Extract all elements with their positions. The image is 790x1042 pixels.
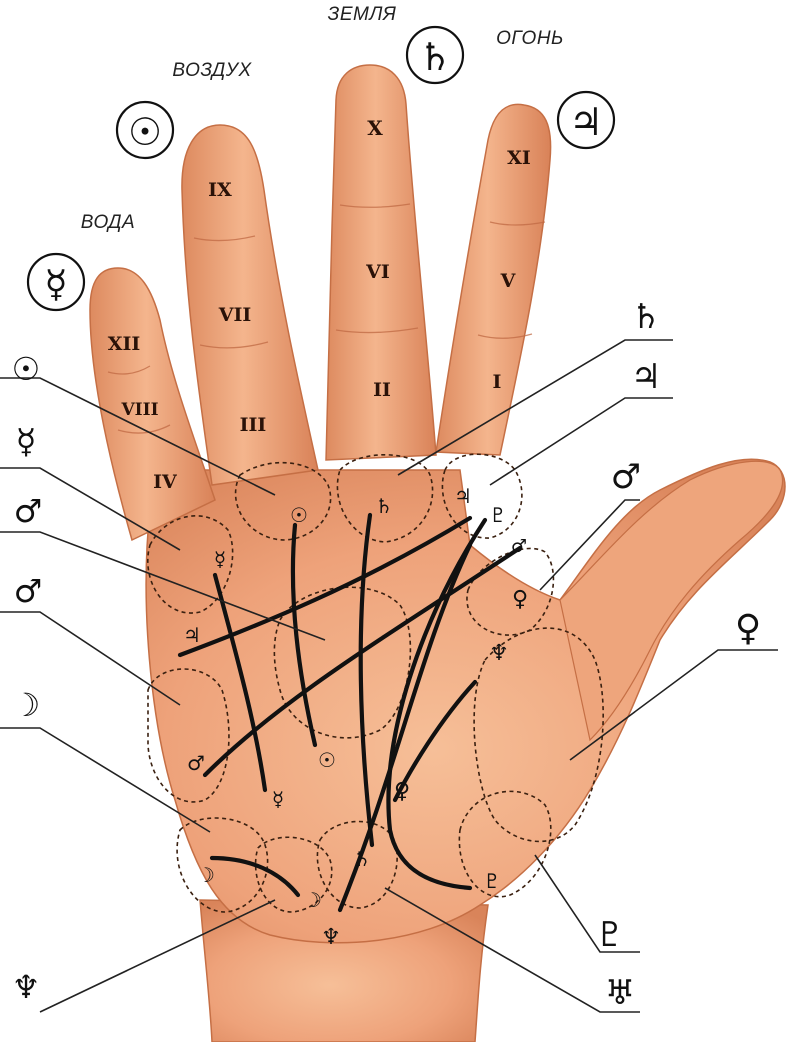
palm-mercury-icon: ☿	[214, 547, 226, 571]
line-venus	[392, 679, 478, 803]
mount-uranus	[316, 820, 398, 909]
palm-moon-right-icon: ☽	[304, 888, 322, 912]
palm-mars-line-icon: ♂	[187, 751, 205, 775]
palm-venus-small-icon: ♀	[512, 587, 528, 612]
numeral-viii: VIII	[120, 400, 158, 420]
hand-shape	[89, 64, 786, 1042]
element-water: ВОДА	[81, 212, 135, 233]
mount-saturn	[336, 453, 434, 543]
numeral-xi: XI	[507, 147, 531, 169]
callout-sun-icon: ☉	[12, 350, 41, 388]
middle-finger	[325, 64, 437, 461]
line-saturn	[358, 512, 375, 848]
element-earth: ЗЕМЛЯ	[328, 4, 397, 25]
numeral-i: I	[493, 371, 502, 393]
numeral-xii: XII	[108, 333, 141, 355]
little-finger	[89, 267, 216, 542]
numeral-ix: IX	[208, 179, 232, 201]
numeral-ii: II	[373, 379, 391, 401]
jupiter-icon: ♃	[569, 100, 603, 144]
line-life	[386, 517, 488, 891]
element-circles	[26, 25, 616, 312]
palm-neptune-low-icon: ♆	[321, 925, 341, 950]
sun-icon: ☉	[128, 110, 162, 154]
callout-uranus-icon: ♅	[605, 973, 635, 1013]
line-head	[202, 545, 523, 778]
mounts	[147, 453, 604, 913]
palm-moon-left-icon: ☽	[197, 863, 215, 887]
element-air: ВОЗДУХ	[172, 60, 252, 81]
mount-mercury	[147, 515, 234, 614]
numeral-vi: VI	[365, 261, 390, 283]
numeral-iii: III	[240, 414, 267, 436]
palm-mars-top-icon: ♂	[511, 536, 527, 557]
palm-saturn-icon: ♄	[375, 494, 393, 518]
element-fire: ОГОНЬ	[496, 28, 564, 49]
callout-mars-upper-icon: ♂	[14, 492, 43, 530]
mount-jupiter	[441, 453, 523, 539]
palm-saturn-low-icon: ♄	[353, 847, 371, 871]
circle-jupiter	[556, 90, 616, 150]
palm-neptune-mid-icon: ♆	[489, 641, 509, 666]
palm-lines	[177, 512, 523, 913]
palm-jupiter-line-icon: ♃	[183, 623, 201, 647]
palm-pluto-top-icon: ♇	[489, 503, 507, 527]
palm-pluto-low-icon: ♇	[483, 869, 501, 893]
palm-jupiter-icon: ♃	[454, 484, 472, 508]
right-callouts: ♄ ♃ ♂ ♀ ♇ ♅	[595, 297, 761, 1013]
numeral-v: V	[500, 270, 517, 292]
callout-mars-lower-icon: ♂	[14, 572, 43, 610]
callout-mercury-icon: ☿	[16, 422, 37, 462]
circle-mercury	[26, 252, 86, 312]
mount-venus	[473, 627, 604, 843]
mount-sun	[234, 461, 332, 541]
mount-mars-lower	[147, 668, 230, 803]
leader-lines	[0, 339, 778, 1013]
numeral-iv: IV	[153, 471, 178, 493]
palm-venus-line-icon: ♀	[394, 779, 410, 804]
mount-pluto	[458, 790, 552, 898]
callout-saturn-icon: ♄	[631, 297, 661, 337]
callout-moon-icon: ☽	[12, 686, 41, 724]
line-heart	[177, 515, 473, 658]
thumb	[559, 460, 784, 742]
circle-sun	[115, 100, 175, 160]
callout-pluto-icon: ♇	[595, 915, 625, 955]
mercury-icon: ☿	[44, 262, 67, 306]
numeral-vii: VII	[218, 304, 252, 326]
callout-neptune-icon: ♆	[12, 968, 41, 1006]
callout-mars-icon: ♂	[611, 457, 641, 497]
palm-sun-icon: ☉	[290, 503, 308, 527]
left-callouts: ☉ ☿ ♂ ♂ ☽ ♆	[12, 350, 43, 1006]
numeral-x: X	[367, 116, 383, 140]
finger-creases	[107, 203, 546, 434]
mount-plain-mars	[273, 586, 412, 739]
circle-saturn	[405, 25, 465, 85]
mount-neptune	[254, 836, 333, 913]
line-sun	[290, 522, 318, 748]
ring-finger	[181, 124, 319, 486]
line-mercury	[212, 572, 268, 793]
line-moon	[209, 855, 301, 898]
palm-glyphs: ☉ ♄ ♃ ♇ ☿ ♂ ♀ ♆ ♃ ♂ ☉ ☿ ♀ ☽ ☽ ♄ ♇ ♆	[183, 484, 528, 950]
line-fate-low	[337, 542, 473, 913]
palm-mercury-line-icon: ☿	[272, 787, 284, 811]
mount-mars-upper	[466, 547, 555, 636]
palm-sun-line-icon: ☉	[318, 748, 336, 772]
callout-jupiter-icon: ♃	[631, 357, 661, 397]
index-finger	[435, 103, 552, 456]
callout-venus-icon: ♀	[735, 608, 761, 649]
phalanx-numerals: XII VIII IV IX VII III X VI II XI V I	[108, 116, 531, 493]
saturn-icon: ♄	[418, 35, 452, 79]
